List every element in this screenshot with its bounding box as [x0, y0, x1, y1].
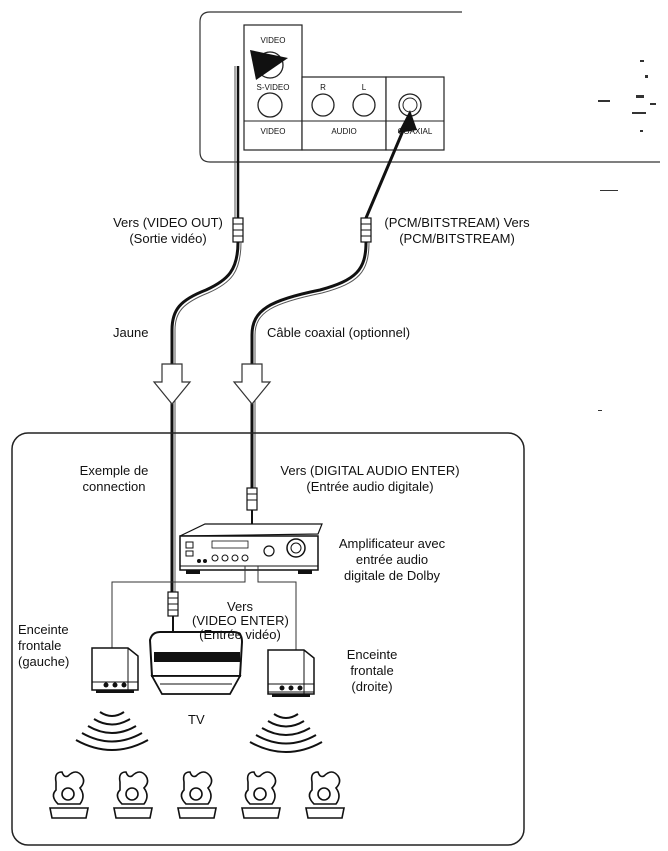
video-group-label: VIDEO: [260, 127, 286, 136]
speaker-right-line1: Enceinte: [346, 647, 398, 662]
scan-noise: [598, 60, 656, 411]
speaker-wire-right: [257, 566, 297, 650]
dae-line1: Vers (DIGITAL AUDIO ENTER): [280, 463, 460, 478]
audio-r-label: R: [320, 83, 326, 92]
example-line2: connection: [82, 479, 146, 494]
tv-label: TV: [188, 712, 205, 727]
down-arrow-left: [152, 363, 192, 405]
sound-waves-right: [249, 713, 323, 753]
pcm-line2: (PCM/BITSTREAM): [399, 231, 515, 246]
video-cable: [167, 50, 288, 632]
speaker-wire-left: [111, 566, 246, 648]
jack-panel-audio: [301, 76, 387, 151]
video-enter-line1: Vers: [226, 599, 253, 614]
pcm-line1: (PCM/BITSTREAM) Vers: [384, 215, 530, 230]
yellow-label: Jaune: [113, 325, 149, 340]
example-label: Exemple de connection: [68, 463, 160, 495]
video-enter-label: Vers (VIDEO ENTER) (Entrée vidéo): [192, 599, 289, 642]
speaker-left-label: Enceinte frontale (gauche): [18, 622, 69, 670]
video-enter-line2: (VIDEO ENTER): [192, 613, 289, 628]
sound-waves-left: [75, 711, 149, 751]
example-line1: Exemple de: [79, 463, 149, 478]
audio-l-label: L: [361, 83, 367, 92]
amplifier: [179, 523, 323, 574]
pcm-label: (PCM/BITSTREAM) Vers (PCM/BITSTREAM): [372, 215, 542, 247]
video-jack-label: VIDEO: [260, 36, 286, 45]
video-out-label: Vers (VIDEO OUT) (Sortie vidéo): [102, 215, 234, 247]
svideo-jack: [257, 92, 283, 118]
audio-group-label: AUDIO: [331, 127, 357, 136]
video-out-line2: (Sortie vidéo): [129, 231, 207, 246]
svideo-jack-label: S-VIDEO: [256, 83, 290, 92]
digital-audio-enter-label: Vers (DIGITAL AUDIO ENTER) (Entrée audio…: [270, 463, 470, 495]
speaker-left-line3: (gauche): [18, 654, 70, 669]
speaker-right-label: Enceinte frontale (droite): [334, 647, 410, 695]
audio-r-jack: [311, 93, 335, 117]
player-back-panel: [199, 11, 660, 163]
speaker-left-line1: Enceinte: [18, 622, 69, 637]
speaker-right-line3: (droite): [351, 679, 393, 694]
tv: [148, 631, 244, 695]
dae-line2: (Entrée audio digitale): [306, 479, 434, 494]
audience: [49, 771, 345, 819]
video-enter-line3: (Entrée vidéo): [199, 627, 281, 642]
speaker-right-line2: frontale: [350, 663, 394, 678]
amp-line1: Amplificateur avec: [338, 536, 446, 551]
amplifier-label: Amplificateur avec entrée audio digitale…: [322, 536, 462, 584]
coax-cable-label: Câble coaxial (optionnel): [267, 325, 411, 340]
speaker-right: [267, 649, 315, 697]
video-out-line1: Vers (VIDEO OUT): [113, 215, 223, 230]
coaxial-group-label: COAXIAL: [397, 127, 433, 136]
amp-line3: digitale de Dolby: [343, 568, 441, 583]
speaker-left-line2: frontale: [18, 638, 62, 653]
down-arrow-right: [232, 363, 272, 405]
home-theater-box: [11, 432, 525, 846]
amp-line2: entrée audio: [355, 552, 429, 567]
coaxial-cable: [246, 110, 417, 525]
audio-l-jack: [352, 93, 376, 117]
speaker-left: [91, 647, 139, 693]
